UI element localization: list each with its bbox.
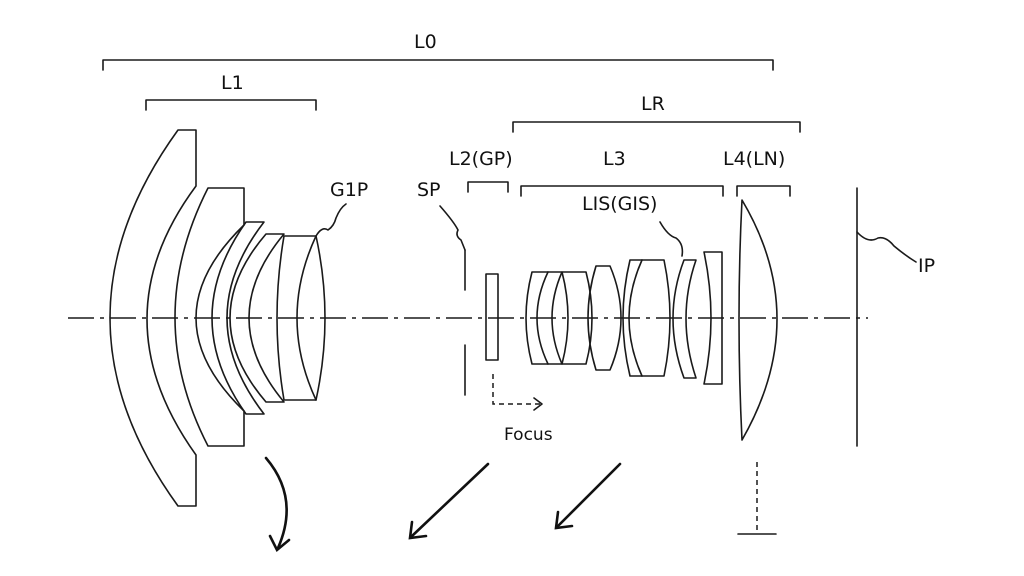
movement-arrow-l3 xyxy=(556,462,622,528)
lens-element-3 xyxy=(211,221,265,415)
bracket-l0 xyxy=(102,59,774,71)
leader-lis xyxy=(659,221,684,257)
movement-arrow-l3-head xyxy=(554,510,574,530)
lens-element-l3-3 xyxy=(587,265,622,371)
lens-element-l3-1-inner xyxy=(536,271,549,365)
label-l3: L3 xyxy=(603,148,626,170)
lens-element-l2 xyxy=(485,273,499,361)
leader-sp xyxy=(439,205,466,251)
label-l1: L1 xyxy=(221,72,244,94)
bracket-l1 xyxy=(145,99,317,111)
focus-arrow xyxy=(492,374,540,405)
lens-group-l1 xyxy=(109,129,326,507)
lens-element-1 xyxy=(109,129,197,507)
lens-element-g1p-inner xyxy=(296,235,317,401)
bracket-l3 xyxy=(520,185,724,197)
bracket-l4 xyxy=(736,185,791,197)
leader-ip xyxy=(856,231,917,263)
lens-element-l3-4 xyxy=(622,259,671,377)
lens-element-l3-6 xyxy=(703,251,723,385)
focus-arrow-head xyxy=(533,397,543,411)
lens-element-l4 xyxy=(738,199,778,441)
leader-g1p xyxy=(315,203,347,237)
label-l0: L0 xyxy=(414,31,437,53)
label-sp: SP xyxy=(417,179,441,201)
label-g1p: G1P xyxy=(330,179,368,201)
label-lr: LR xyxy=(641,93,665,115)
bracket-l2 xyxy=(467,181,509,193)
label-focus: Focus xyxy=(504,425,553,445)
movement-arrow-l2-head xyxy=(408,520,428,540)
lens-element-2 xyxy=(174,187,245,447)
lens-element-lis xyxy=(672,259,697,379)
label-l4: L4(LN) xyxy=(723,148,785,170)
bracket-lr xyxy=(512,121,801,133)
lens-group-l3 xyxy=(525,251,723,385)
label-lis: LIS(GIS) xyxy=(582,193,657,215)
lens-element-4 xyxy=(229,233,285,403)
movement-arrow-l1 xyxy=(264,456,288,550)
movement-arrow-l2 xyxy=(410,462,490,538)
label-ip: IP xyxy=(918,255,935,277)
label-l2: L2(GP) xyxy=(449,148,513,170)
lens-element-l3-4-inner xyxy=(628,259,643,377)
movement-arrow-l1-head xyxy=(268,534,291,553)
